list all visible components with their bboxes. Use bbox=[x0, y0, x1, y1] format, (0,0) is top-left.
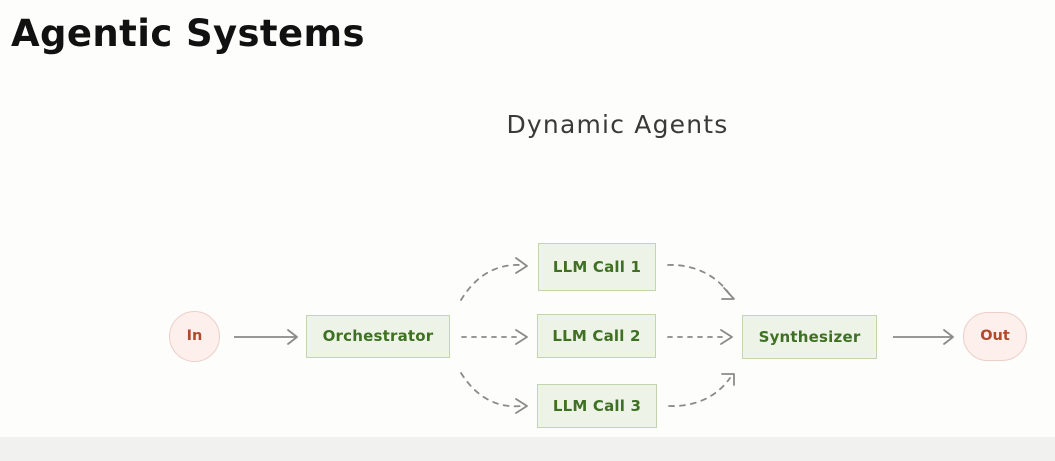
edge-synthesizer-to-out bbox=[893, 329, 954, 345]
node-llm-call-1[interactable]: LLM Call 1 bbox=[538, 243, 656, 291]
node-llm-call-2[interactable]: LLM Call 2 bbox=[537, 314, 656, 358]
edge-orchestrator-to-llm2 bbox=[461, 329, 528, 345]
diagram-title: Dynamic Agents bbox=[0, 110, 1055, 139]
edge-orchestrator-to-llm1 bbox=[460, 257, 528, 301]
node-synthesizer[interactable]: Synthesizer bbox=[742, 315, 877, 359]
node-llm-call-3[interactable]: LLM Call 3 bbox=[537, 384, 657, 428]
edge-orchestrator-to-llm3 bbox=[460, 372, 528, 414]
diagram-title-text: Dynamic Agents bbox=[506, 110, 729, 139]
node-in[interactable]: In bbox=[169, 311, 220, 362]
node-out[interactable]: Out bbox=[963, 312, 1027, 361]
page-title: Agentic Systems bbox=[11, 12, 365, 55]
edge-in-to-orchestrator bbox=[234, 329, 298, 345]
node-orchestrator[interactable]: Orchestrator bbox=[306, 315, 450, 358]
edge-llm2-to-synthesizer bbox=[667, 329, 733, 345]
edge-llm1-to-synthesizer bbox=[667, 264, 735, 300]
edge-llm3-to-synthesizer bbox=[668, 373, 735, 407]
bottom-band bbox=[0, 437, 1055, 461]
